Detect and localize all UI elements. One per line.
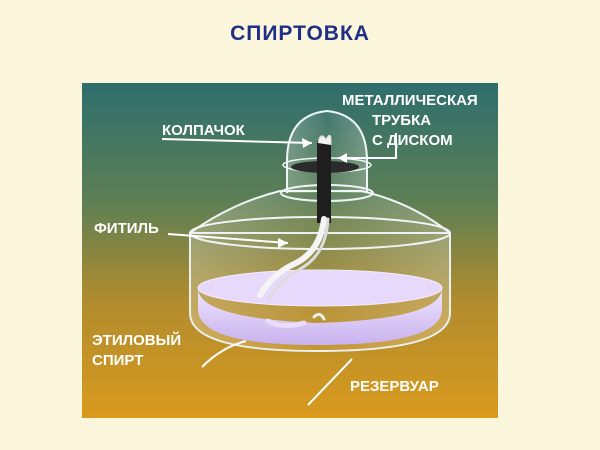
metal-tube — [317, 141, 331, 223]
ethyl-alcohol-liquid — [198, 288, 442, 345]
leader-lines — [161, 133, 397, 406]
alcohol-label-line2: СПИРТ — [92, 352, 143, 369]
wick-top — [317, 134, 332, 146]
wick — [257, 216, 330, 329]
spirit-lamp-diagram: КОЛПАЧОК МЕТАЛЛИЧЕСКАЯ ТРУБКА С ДИСКОМ Ф… — [82, 83, 498, 418]
wick-label: ФИТИЛЬ — [94, 220, 159, 237]
reservoir — [189, 190, 451, 353]
page-title: СПИРТОВКА — [230, 22, 370, 45]
alcohol-label-line1: ЭТИЛОВЫЙ — [92, 331, 181, 349]
cap-label: КОЛПАЧОК — [162, 122, 246, 139]
reservoir-label: РЕЗЕРВУАР — [350, 378, 439, 395]
diagram-panel: КОЛПАЧОК МЕТАЛЛИЧЕСКАЯ ТРУБКА С ДИСКОМ Ф… — [82, 83, 498, 418]
tube-label-line2: ТРУБКА — [372, 112, 431, 129]
tube-label-line3: С ДИСКОМ — [372, 132, 453, 149]
arrowheads — [278, 138, 347, 248]
tube-label-line1: МЕТАЛЛИЧЕСКАЯ — [342, 92, 478, 109]
